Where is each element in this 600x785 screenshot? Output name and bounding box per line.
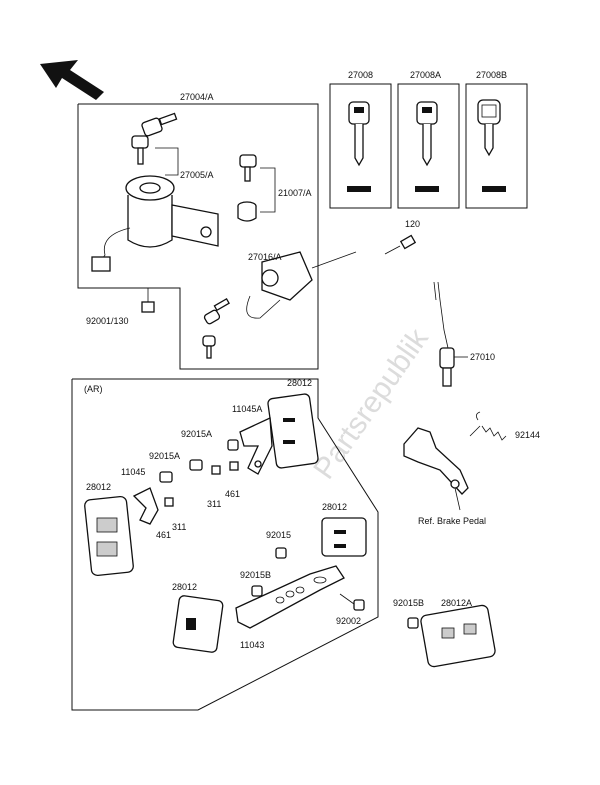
label-27004a: 27004/A [180, 92, 214, 102]
label-27016a: 27016/A [248, 252, 282, 262]
reflector-group-frame [71, 378, 379, 711]
bracket-11043-icon [235, 565, 345, 629]
label-11045: 11045 [121, 467, 145, 477]
label-92015a-1: 92015A [181, 429, 212, 439]
reflector-bottom-icon [172, 595, 224, 653]
label-92015: 92015 [266, 530, 291, 540]
bracket-11045a-icon [239, 417, 273, 475]
reflector-left-icon [84, 495, 134, 577]
label-28012-top: 28012 [287, 378, 312, 388]
bolt-92001-icon [141, 288, 155, 313]
label-21007a: 21007/A [278, 188, 312, 198]
label-11043: 11043 [240, 640, 264, 650]
label-92015b: 92015B [240, 570, 271, 580]
label-27008: 27008 [348, 70, 373, 80]
ignition-group-frame [77, 103, 319, 370]
label-92144: 92144 [515, 430, 540, 440]
label-311-1: 311 [207, 499, 221, 509]
brake-pedal-icon [403, 427, 469, 495]
label-461-1: 461 [225, 489, 240, 499]
reflector-top-icon [267, 393, 319, 469]
lock-cylinder-keys-icon [237, 154, 257, 222]
label-120: 120 [405, 219, 420, 229]
label-28012-left: 28012 [86, 482, 111, 492]
label-92001-130: 92001/130 [86, 316, 129, 326]
screw-120-icon [384, 234, 417, 255]
label-11045a: 11045A [232, 404, 262, 414]
label-ref-brake-pedal: Ref. Brake Pedal [418, 516, 486, 526]
brake-switch-27010-icon [433, 281, 455, 387]
label-311-2: 311 [172, 522, 186, 532]
key-blank-box-27008b [465, 83, 528, 209]
leader-brake-pedal [454, 487, 461, 511]
label-92002: 92002 [336, 616, 361, 626]
label-28012-right: 28012 [322, 502, 347, 512]
ignition-switch-icon [91, 175, 219, 272]
label-ar: (AR) [84, 384, 103, 394]
nut-92015b-icon [251, 585, 263, 597]
spring-92144-icon [469, 411, 507, 441]
bracket-11045-icon [132, 487, 159, 525]
nut-92015-icon [275, 547, 287, 559]
key-blank-27008a-icon [415, 101, 439, 192]
label-28012-bottom: 28012 [172, 582, 197, 592]
nut-92015b-outside-icon [407, 617, 419, 629]
key-blank-box-27008a [397, 83, 460, 209]
label-27010: 27010 [470, 352, 495, 362]
front-direction-arrow-icon [40, 60, 104, 100]
key-blank-27008-icon [347, 101, 371, 192]
key-blank-27008b-icon [477, 99, 506, 192]
label-92015b-2: 92015B [393, 598, 424, 608]
bolt-92002-icon [339, 593, 365, 611]
reflector-28012a-icon [420, 604, 496, 668]
key-blank-box-27008 [329, 83, 392, 209]
label-92015a-2: 92015A [149, 451, 180, 461]
label-27008a: 27008A [410, 70, 441, 80]
seat-lock-icon [202, 251, 313, 359]
label-27005a: 27005/A [180, 170, 214, 180]
reflector-right-icon [321, 517, 367, 557]
leader-21007a [260, 167, 276, 213]
label-461-2: 461 [156, 530, 171, 540]
label-28012a: 28012A [441, 598, 472, 608]
leader-120 [311, 251, 357, 269]
label-27008b: 27008B [476, 70, 507, 80]
leader-27005a [155, 147, 179, 176]
ignition-keys-icon [131, 112, 178, 165]
